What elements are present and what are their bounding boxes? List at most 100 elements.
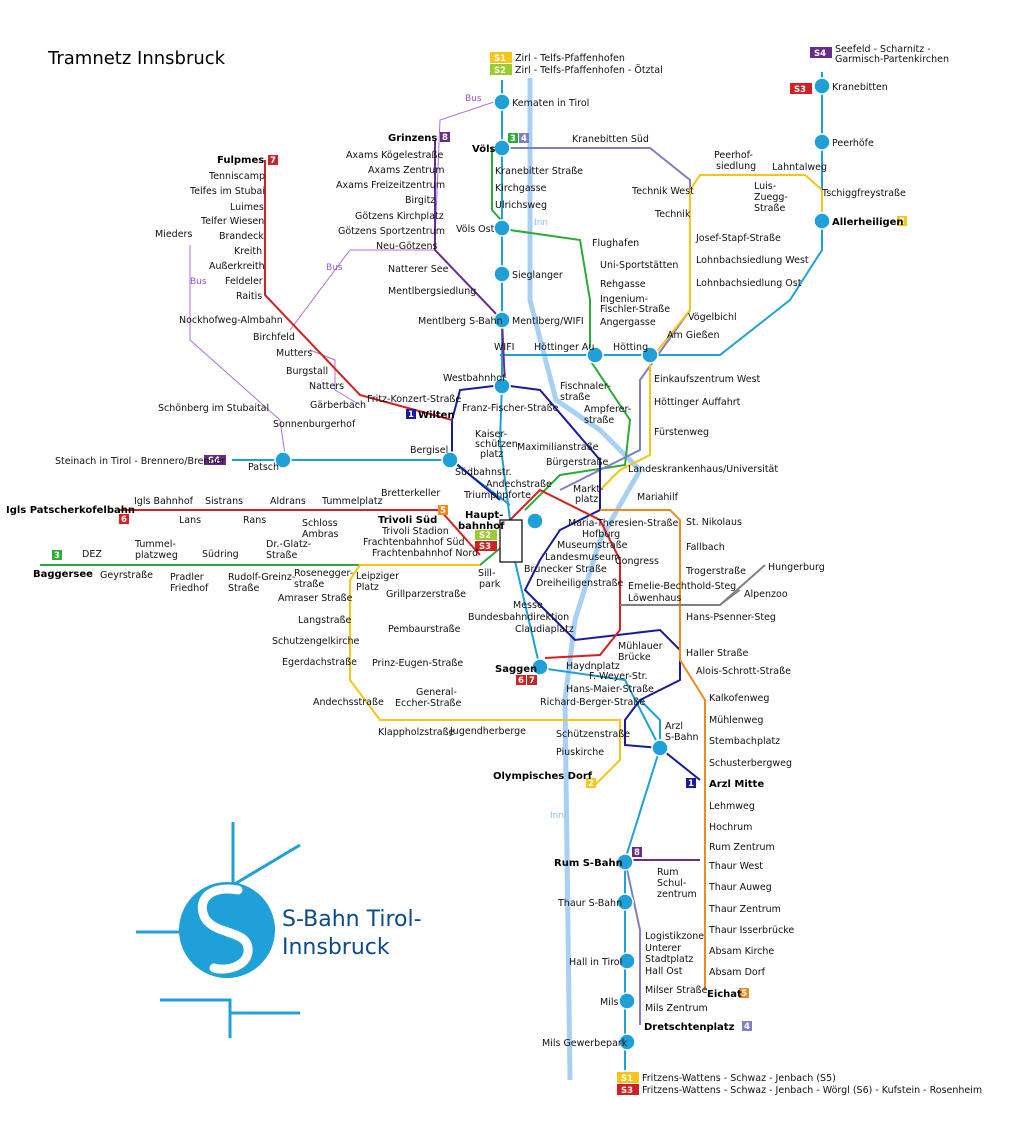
svg-text:Sieglanger: Sieglanger (512, 270, 563, 281)
svg-text:Straße: Straße (754, 203, 785, 214)
svg-text:Lohnbachsiedlung West: Lohnbachsiedlung West (696, 255, 809, 266)
svg-text:Hötting: Hötting (613, 342, 648, 353)
svg-text:8: 8 (634, 848, 640, 858)
svg-text:F.-Weyer-Str.: F.-Weyer-Str. (589, 671, 648, 682)
svg-text:schützen-: schützen- (475, 439, 521, 450)
svg-text:Mariahilf: Mariahilf (637, 492, 679, 503)
svg-text:Straße: Straße (266, 550, 297, 561)
svg-text:Technik: Technik (654, 209, 691, 220)
svg-text:Landesmuseum: Landesmuseum (545, 552, 620, 563)
svg-text:Brandeck: Brandeck (219, 231, 264, 242)
svg-text:Mentlberg/WIFI: Mentlberg/WIFI (512, 316, 584, 327)
svg-text:park: park (479, 579, 501, 590)
svg-text:Nockhofweg-Almbahn: Nockhofweg-Almbahn (179, 315, 283, 326)
svg-text:Patsch: Patsch (248, 462, 279, 473)
svg-text:Angergasse: Angergasse (600, 317, 656, 328)
svg-text:S3: S3 (479, 542, 491, 552)
svg-text:Franz-Fischer-Straße: Franz-Fischer-Straße (462, 403, 559, 414)
svg-text:Congress: Congress (615, 556, 659, 567)
svg-text:Schutzengelkirche: Schutzengelkirche (272, 636, 359, 647)
svg-text:Neu-Götzens: Neu-Götzens (376, 241, 437, 252)
svg-text:7: 7 (270, 156, 276, 166)
svg-text:Pradler: Pradler (170, 572, 204, 583)
svg-text:Richard-Berger-Straße: Richard-Berger-Straße (540, 697, 645, 708)
svg-text:Hans-Maier-Straße: Hans-Maier-Straße (566, 684, 654, 695)
svg-text:Eichat: Eichat (707, 989, 742, 1000)
svg-text:Mentlberg S-Bahn: Mentlberg S-Bahn (418, 316, 503, 327)
svg-text:zentrum: zentrum (657, 889, 697, 900)
svg-text:Rudolf-Greinz-: Rudolf-Greinz- (228, 572, 295, 583)
svg-text:S2: S2 (494, 66, 506, 76)
svg-text:Rosenegger-: Rosenegger- (294, 568, 353, 579)
svg-text:General-: General- (416, 687, 457, 698)
svg-text:Hall Ost: Hall Ost (645, 966, 683, 977)
svg-text:Sonnenburgerhof: Sonnenburgerhof (273, 419, 356, 430)
svg-text:Trogerstraße: Trogerstraße (685, 566, 746, 577)
svg-text:Logistikzone: Logistikzone (645, 931, 704, 942)
hauptbahnhof-box (499, 519, 523, 563)
svg-text:Mutters: Mutters (276, 348, 312, 359)
svg-text:S1: S1 (621, 1074, 633, 1084)
svg-text:Piuskirche: Piuskirche (556, 747, 604, 758)
svg-text:Thaur Zentrum: Thaur Zentrum (708, 904, 781, 915)
svg-text:Zuegg-: Zuegg- (754, 192, 788, 203)
svg-text:Axams Zentrum: Axams Zentrum (368, 165, 444, 176)
svg-text:Stadtplatz: Stadtplatz (645, 954, 694, 965)
line-number-badges: 3 4 8 7 2 1 S4 6 5 3 S2 S3 6 7 2 1 8 5 4 (52, 132, 907, 1032)
svg-text:Höttinger Auffahrt: Höttinger Auffahrt (654, 397, 741, 408)
svg-text:8: 8 (442, 133, 448, 143)
svg-text:Sill-: Sill- (478, 568, 495, 579)
svg-text:Fritz-Konzert-Straße: Fritz-Konzert-Straße (367, 394, 461, 405)
svg-text:Hofburg: Hofburg (582, 529, 620, 540)
svg-text:Völs Ost: Völs Ost (456, 224, 495, 235)
svg-text:Emelie-Bechthold-Steg: Emelie-Bechthold-Steg (628, 581, 736, 592)
svg-text:Triumphpforte: Triumphpforte (463, 490, 531, 501)
logo-line-1 (231, 822, 301, 888)
svg-text:Am Gießen: Am Gießen (667, 330, 719, 341)
svg-text:straße: straße (294, 579, 324, 590)
river-inn (527, 78, 644, 1081)
svg-text:Kalkofenweg: Kalkofenweg (709, 693, 769, 704)
bus-label-1: Bus (465, 94, 482, 104)
svg-text:Axams Kögelestraße: Axams Kögelestraße (346, 150, 443, 161)
svg-text:Maximilianstraße: Maximilianstraße (517, 442, 599, 453)
svg-text:Rum Zentrum: Rum Zentrum (709, 842, 775, 853)
svg-text:Lahntalweg: Lahntalweg (772, 162, 827, 173)
svg-text:Bürgerstraße: Bürgerstraße (546, 457, 608, 468)
svg-text:Völs: Völs (472, 144, 495, 155)
svg-text:Brunecker Straße: Brunecker Straße (524, 564, 607, 575)
svg-text:Igls Patscherkofelbahn: Igls Patscherkofelbahn (6, 505, 135, 516)
svg-text:Ampferer-: Ampferer- (584, 404, 631, 415)
svg-text:Einkaufszentrum West: Einkaufszentrum West (654, 374, 761, 385)
svg-text:DEZ: DEZ (82, 549, 102, 560)
svg-text:Maria-Theresien-Straße: Maria-Theresien-Straße (568, 518, 679, 529)
svg-text:S1: S1 (494, 54, 506, 64)
svg-text:Tummel-: Tummel- (134, 539, 176, 550)
sbahn-logo: S-Bahn Tirol- Innsbruck (136, 822, 422, 1038)
svg-text:2: 2 (899, 217, 905, 227)
svg-text:Fritzens-Wattens - Schwaz - Je: Fritzens-Wattens - Schwaz - Jenbach - Wö… (642, 1085, 982, 1096)
svg-text:Klappholzstraße: Klappholzstraße (378, 727, 455, 738)
svg-text:Baggersee: Baggersee (33, 569, 93, 580)
svg-text:1: 1 (688, 779, 694, 789)
svg-text:Fürstenweg: Fürstenweg (654, 427, 709, 438)
svg-text:Markt-: Markt- (573, 484, 604, 495)
svg-text:Museumstraße: Museumstraße (557, 540, 628, 551)
line-8 (434, 140, 700, 861)
svg-text:Burgstall: Burgstall (286, 366, 328, 377)
svg-text:Geyrstraße: Geyrstraße (100, 570, 153, 581)
svg-text:Unterer: Unterer (645, 943, 681, 954)
bus-label-2: Bus (326, 263, 343, 273)
svg-text:Kranebitter Straße: Kranebitter Straße (495, 166, 583, 177)
svg-text:Mühlenweg: Mühlenweg (709, 715, 763, 726)
svg-text:Axams Freizeitzentrum: Axams Freizeitzentrum (336, 180, 445, 191)
svg-text:Arzl: Arzl (665, 721, 683, 732)
svg-text:Kirchgasse: Kirchgasse (495, 183, 547, 194)
svg-text:5: 5 (440, 506, 446, 516)
svg-text:Mils Zentrum: Mils Zentrum (645, 1003, 708, 1014)
svg-text:Eccher-Straße: Eccher-Straße (395, 698, 462, 709)
svg-text:Zirl - Telfs-Pfaffenhofen - Öt: Zirl - Telfs-Pfaffenhofen - Ötztal (515, 65, 663, 76)
svg-text:Tschiggfreystraße: Tschiggfreystraße (821, 188, 906, 199)
svg-text:Absam Dorf: Absam Dorf (709, 967, 766, 978)
